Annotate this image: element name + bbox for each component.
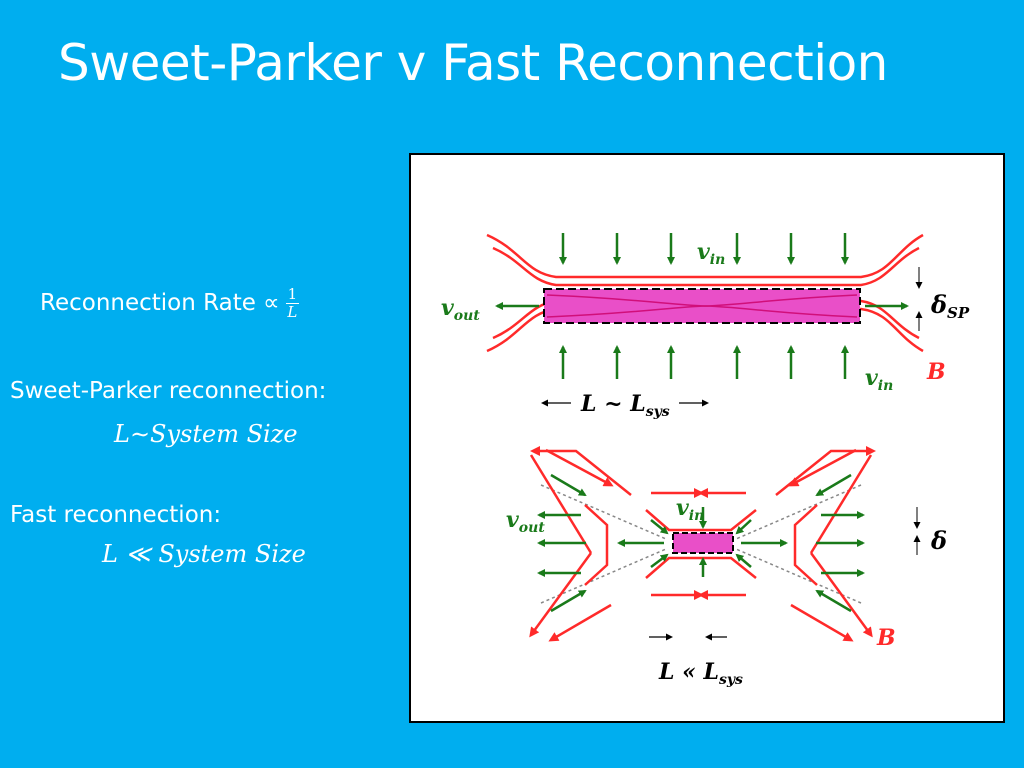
bottom-v-out-label: vout: [506, 507, 545, 536]
bottom-v-in-label: vin: [676, 495, 704, 524]
fast-diffusion-region: [672, 532, 734, 554]
bottom-flow-arrows: [537, 473, 865, 613]
separatrix-lines: [540, 484, 862, 604]
bottom-field-lines: [529, 446, 876, 642]
fast-reconnection-label: Fast reconnection:: [10, 502, 222, 528]
top-v-out-label: vout: [441, 295, 480, 324]
top-length-label: L ~ Lsys: [580, 391, 670, 420]
bottom-b-label: B: [876, 625, 896, 651]
sweet-parker-label: Sweet-Parker reconnection:: [10, 378, 327, 404]
delta-sp-label: δSP: [930, 290, 970, 322]
rate-numerator: 1: [285, 285, 300, 304]
sweet-parker-equation: L∼System Size: [114, 420, 298, 448]
reconnection-figure: vin vout vin δSP B L ~ Lsys: [409, 153, 1005, 723]
diffusion-inner-lines: [546, 294, 858, 318]
bottom-length-label: L « Lsys: [658, 659, 743, 688]
delta-label: δ: [930, 526, 947, 555]
top-v-in-label: vin: [697, 239, 725, 268]
rate-denominator: L: [287, 303, 298, 321]
top-b-label: B: [926, 359, 946, 385]
fast-reconnection-panel: vin vout δ B L « Lsys: [506, 446, 947, 688]
top-v-in-lower-label: vin: [865, 365, 893, 394]
reconnection-diagram: vin vout vin δSP B L ~ Lsys: [441, 233, 970, 688]
top-inflow-arrows: [495, 233, 909, 379]
fast-reconnection-equation: L ≪ System Size: [102, 540, 306, 568]
sweet-parker-panel: vin vout vin δSP B L ~ Lsys: [441, 233, 970, 420]
reconnection-rate-label: Reconnection Rate ∝: [40, 290, 280, 316]
slide-title: Sweet-Parker v Fast Reconnection: [58, 34, 888, 92]
